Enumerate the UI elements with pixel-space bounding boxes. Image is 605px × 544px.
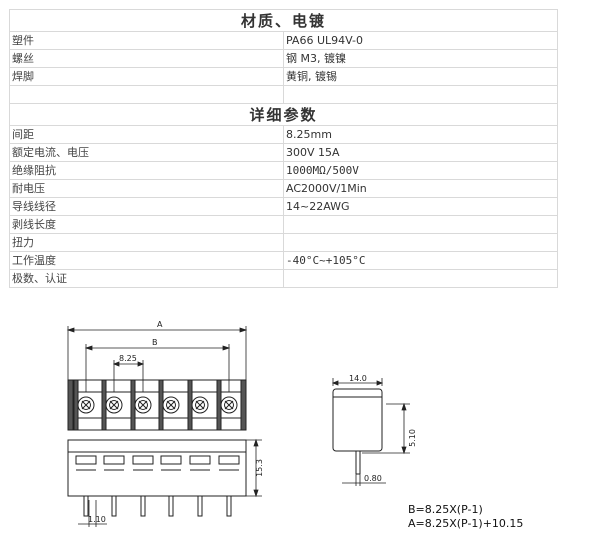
- barrier: [101, 379, 107, 431]
- formula-b: B=8.25X(P-1): [408, 503, 483, 516]
- barrier: [158, 379, 164, 431]
- solder-pin: [83, 495, 89, 517]
- dimension-lines: [66, 326, 410, 527]
- wire-entry: [132, 455, 154, 465]
- solder-pin: [226, 495, 232, 517]
- wire-entry: [218, 455, 240, 465]
- wire-entry: [160, 455, 182, 465]
- front-view-housing: [67, 439, 247, 497]
- front-view: [67, 379, 247, 517]
- row-value: [283, 269, 558, 288]
- dim-b-label: B: [152, 338, 158, 347]
- dim-height-label: 15.3: [255, 459, 264, 477]
- wire-entry: [189, 455, 211, 465]
- row-label: 间距: [9, 125, 284, 144]
- dim-pin-label: 1.10: [88, 515, 106, 524]
- barrier: [130, 379, 136, 431]
- table-row: 导线线径 14~22AWG: [9, 197, 558, 216]
- side-width-label: 14.0: [349, 374, 367, 383]
- table-row: 额定电流、电压 300V 15A: [9, 143, 558, 162]
- dim-a-label: A: [157, 320, 163, 329]
- side-pin-len-label: 5.10: [408, 429, 417, 447]
- table-row: 间距 8.25mm: [9, 125, 558, 144]
- row-value: 8.25mm: [283, 125, 558, 144]
- dim-pitch-label: 8.25: [119, 354, 137, 363]
- solder-pin: [168, 495, 174, 517]
- row-value: 钢 M3, 镀镍: [283, 49, 558, 68]
- solder-pin: [197, 495, 203, 517]
- table-row: 绝缘阻抗 1000MΩ/500V: [9, 161, 558, 180]
- side-view: [332, 388, 383, 475]
- formula-a: A=8.25X(P-1)+10.15: [408, 517, 524, 530]
- row-label: 极数、认证: [9, 269, 284, 288]
- spec-table: 材质、电镀 塑件 PA66 UL94V-0 螺丝 钢 M3, 镀镍 焊脚 黄铜,…: [9, 9, 558, 288]
- side-pin-width-label: 0.80: [364, 474, 382, 483]
- row-value: 1000MΩ/500V: [283, 161, 558, 180]
- table-row: 螺丝 钢 M3, 镀镍: [9, 49, 558, 68]
- barrier: [73, 379, 79, 431]
- solder-pin: [140, 495, 146, 517]
- solder-pin: [111, 495, 117, 517]
- table-row: 极数、认证: [9, 269, 558, 288]
- wire-entry: [103, 455, 125, 465]
- wire-entry: [75, 455, 97, 465]
- barrier: [187, 379, 193, 431]
- barrier: [216, 379, 222, 431]
